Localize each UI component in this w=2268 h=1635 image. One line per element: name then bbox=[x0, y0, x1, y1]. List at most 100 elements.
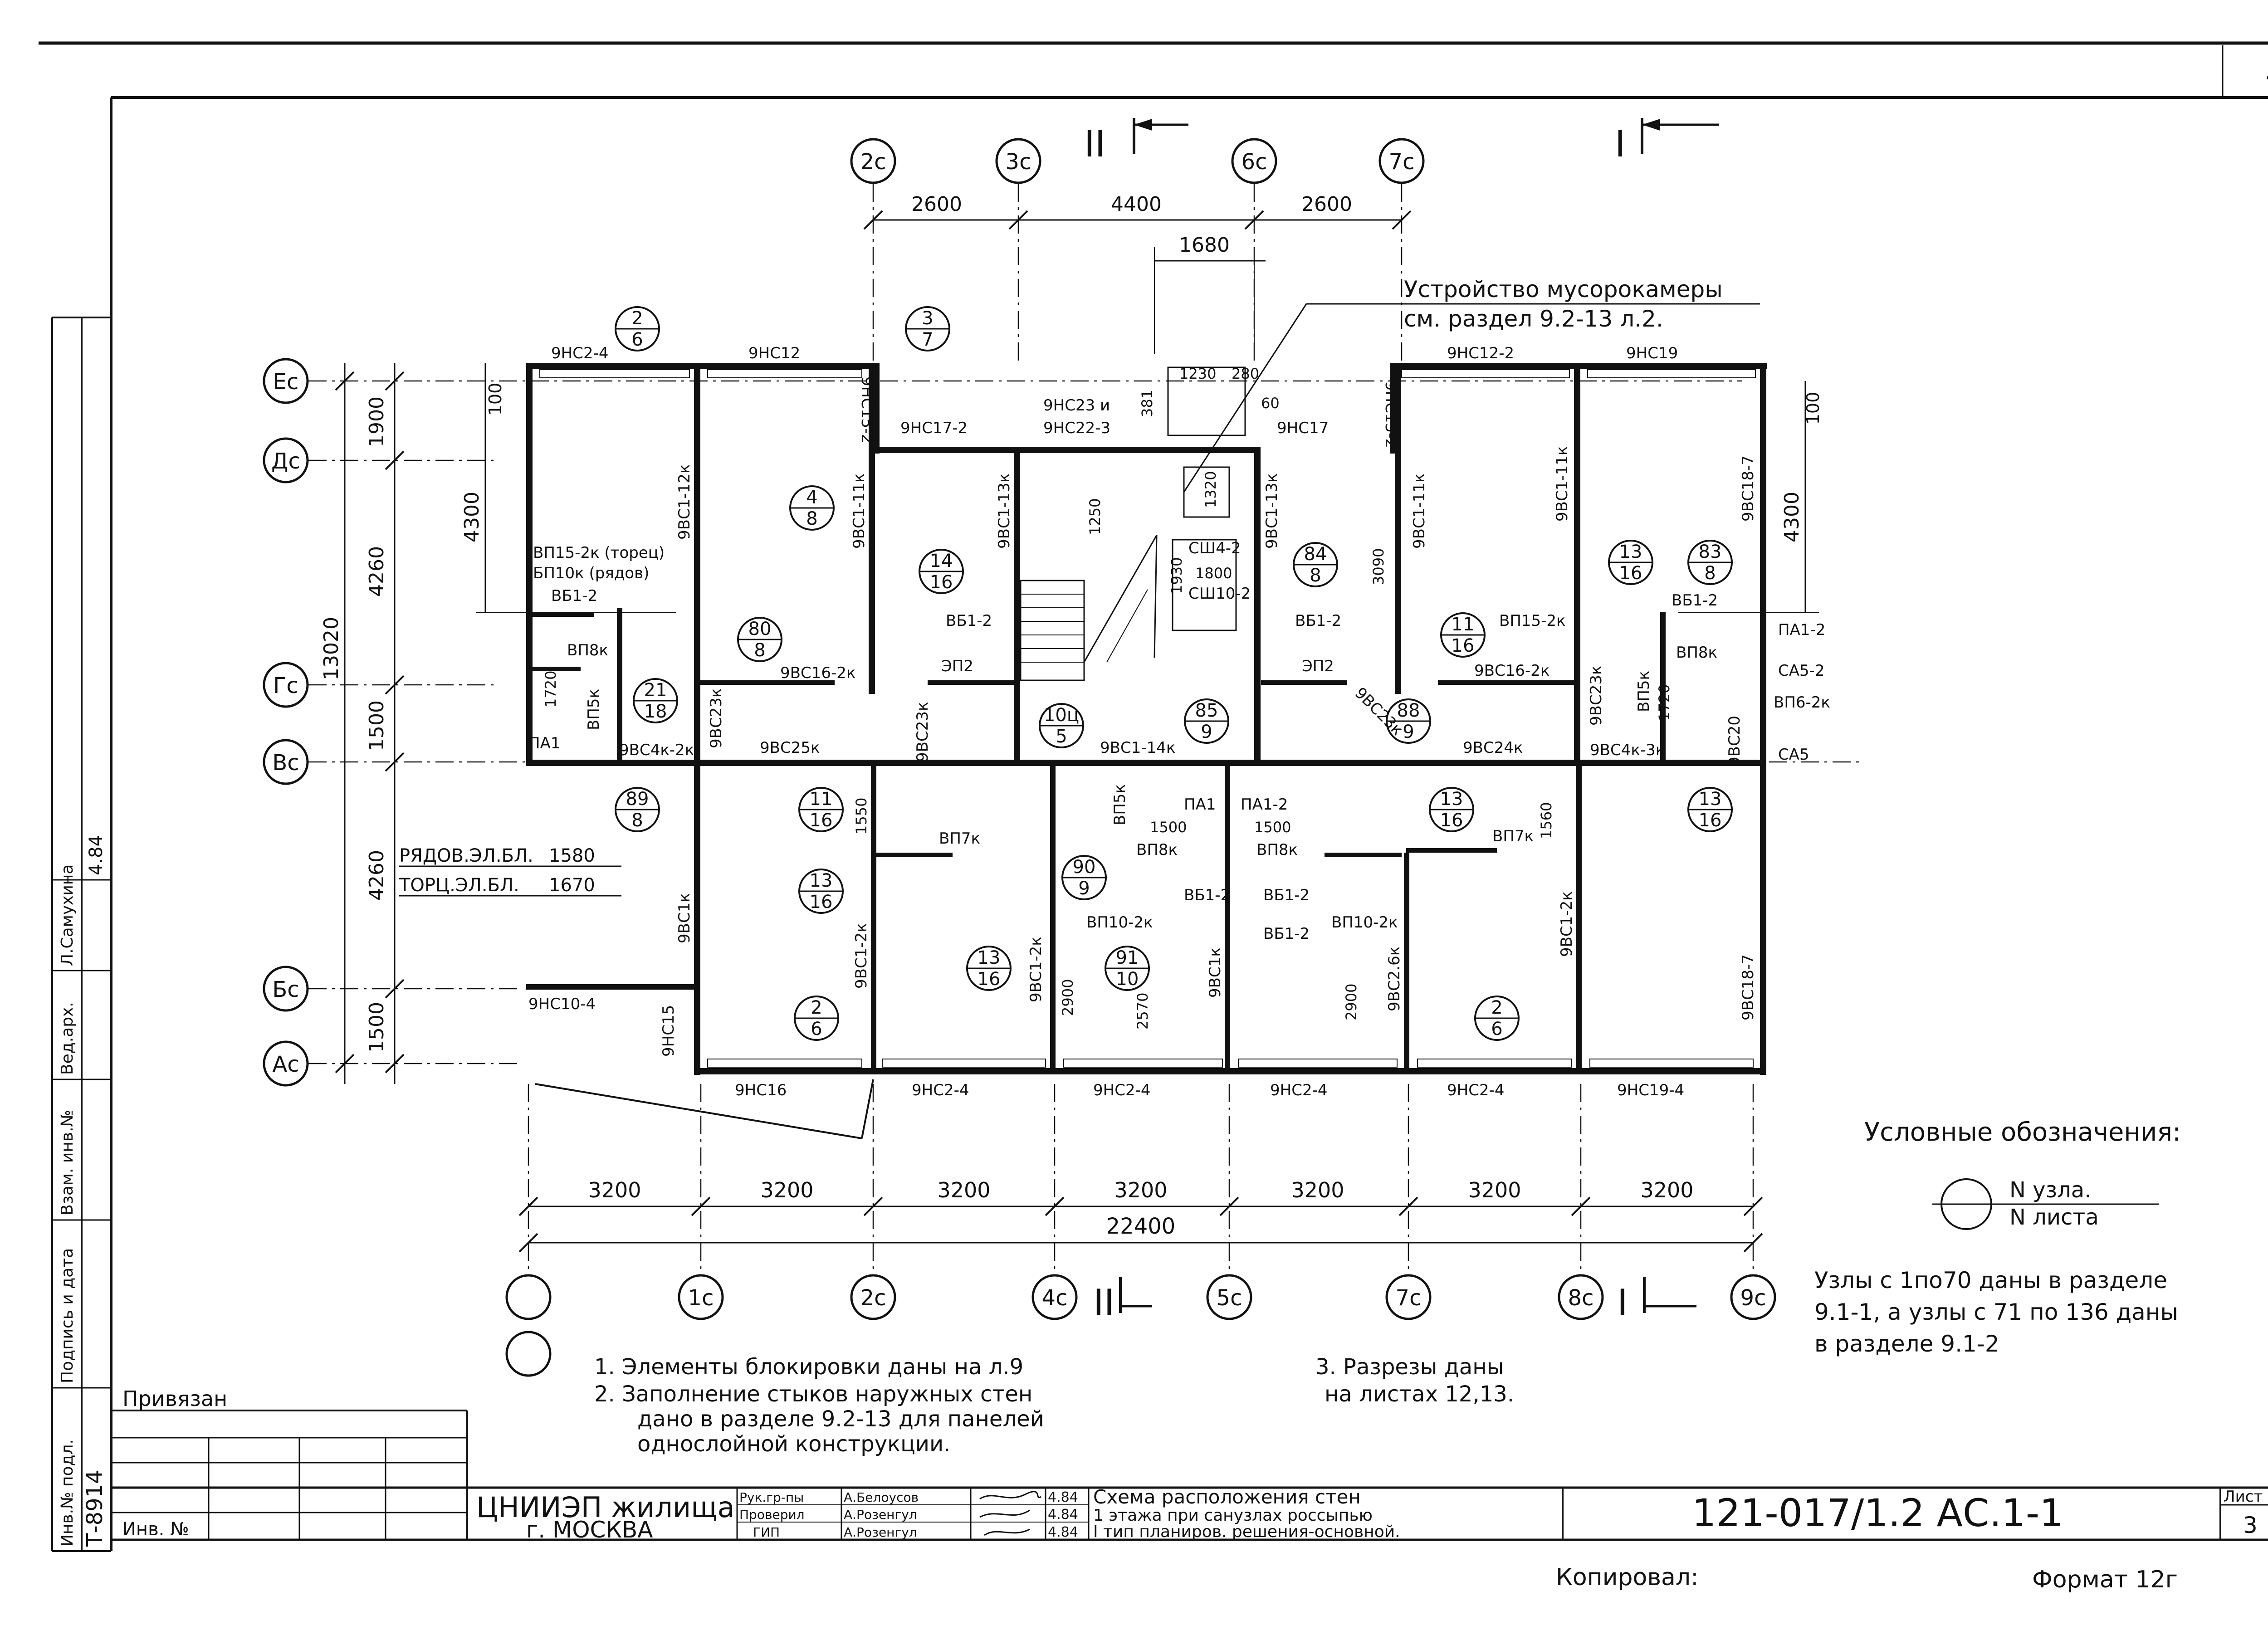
inventory-number: Т-8914 bbox=[82, 1470, 108, 1547]
axis-top-label: 7с bbox=[1389, 149, 1415, 175]
drawing-title-line: Схема расположения стен bbox=[1093, 1486, 1361, 1508]
panel-label: ВБ1-2 bbox=[946, 612, 992, 630]
svg-text:13: 13 bbox=[1619, 542, 1642, 562]
panel-label: ЭП2 bbox=[941, 657, 973, 675]
dim-100-left: 100 bbox=[485, 383, 505, 416]
svg-text:10ц: 10ц bbox=[1044, 705, 1079, 726]
node-callout: 10ц 5 bbox=[1039, 703, 1084, 748]
panel-label: ВБ1-2 bbox=[1672, 591, 1718, 610]
legend-title: Условные обозначения: bbox=[1864, 1118, 2181, 1147]
panel-label: ВБ1-2 bbox=[1263, 925, 1310, 943]
lead-architect-label: Вед.арх. bbox=[58, 1002, 77, 1075]
panel-label: 9НС2-4 bbox=[1447, 1081, 1504, 1099]
panel-label: 9ВС18-7 bbox=[1739, 954, 1757, 1020]
node-callout: 13 16 bbox=[1608, 540, 1653, 585]
dim-4300-left: 4300 bbox=[460, 492, 484, 542]
dim-bottom-3200: 3200 bbox=[760, 1178, 813, 1202]
section-mark-ii-bottom: II bbox=[1093, 1282, 1114, 1324]
panel-label: 9НС17 bbox=[1277, 419, 1329, 437]
dim-small: 2900 bbox=[1343, 984, 1360, 1020]
section-mark-i-bottom: I bbox=[1617, 1282, 1628, 1324]
dim-bottom-3200: 3200 bbox=[1291, 1178, 1344, 1202]
person-name: А.Розенгул bbox=[844, 1507, 917, 1522]
svg-text:2: 2 bbox=[811, 997, 822, 1018]
node-callout: 91 10 bbox=[1105, 946, 1150, 991]
dim-bottom-3200: 3200 bbox=[588, 1178, 641, 1202]
node-callout: 11 16 bbox=[798, 787, 844, 832]
panel-label: 9ВС1-11к bbox=[850, 473, 868, 549]
axis-bottom-label: 2с bbox=[860, 1285, 886, 1311]
node-callout: 4 8 bbox=[789, 485, 835, 531]
axis-bottom-label: 1с bbox=[688, 1285, 714, 1311]
sign-date-label: Подпись и дата bbox=[58, 1248, 77, 1383]
sign-date: 4.84 bbox=[1048, 1524, 1078, 1540]
svg-text:88: 88 bbox=[1397, 700, 1420, 721]
panel-labels: 9НС2-4 9НС12 9НС15-2 9НС17-2 9НС23 и 9НС… bbox=[528, 344, 1830, 1099]
panel-label: ПА1-2 bbox=[1241, 796, 1288, 814]
dim-total-22400: 22400 bbox=[1106, 1214, 1176, 1239]
rows-block-label: РЯДОВ.ЭЛ.БЛ. bbox=[399, 845, 533, 866]
panel-label: ЭП2 bbox=[1302, 657, 1334, 675]
legend-sheet-number: N листа bbox=[2009, 1205, 2099, 1230]
svg-text:11: 11 bbox=[1452, 614, 1475, 635]
rows-block-value: 1580 bbox=[549, 845, 595, 866]
dim-bottom-3200: 3200 bbox=[1468, 1178, 1521, 1202]
title-block: Привязан Инв. № ЦНИИЭП жилища г. МОСКВА … bbox=[111, 1386, 2268, 1543]
role-label: ГИП bbox=[753, 1525, 780, 1540]
svg-text:14: 14 bbox=[930, 551, 953, 571]
dim-bottom-3200: 3200 bbox=[1640, 1178, 1693, 1202]
svg-text:13: 13 bbox=[1440, 789, 1463, 810]
panel-label: 9ВС1-11к bbox=[1553, 446, 1571, 522]
role-label: Проверил bbox=[739, 1507, 805, 1522]
panel-label: 9ВС1-13к bbox=[995, 473, 1013, 549]
copied-by-label: Копировал: bbox=[1556, 1564, 1699, 1591]
dim-1900: 1900 bbox=[365, 396, 388, 447]
node-callout: 90 9 bbox=[1061, 855, 1107, 900]
dim-small: 1720 bbox=[1656, 684, 1673, 721]
axis-bottom-label: 9с bbox=[1740, 1285, 1766, 1311]
svg-text:91: 91 bbox=[1116, 947, 1139, 968]
svg-text:4: 4 bbox=[806, 487, 817, 508]
node-callout: 11 16 bbox=[1440, 612, 1486, 658]
role-label: Рук.гр-пы bbox=[739, 1490, 804, 1505]
panel-label: ВП8к bbox=[1256, 841, 1298, 859]
panel-label: 9ВС4к-3к bbox=[1590, 741, 1665, 759]
svg-text:16: 16 bbox=[810, 892, 833, 913]
svg-text:6: 6 bbox=[1491, 1019, 1502, 1040]
svg-text:6: 6 bbox=[811, 1019, 822, 1040]
panel-label: 9ВС1-2к bbox=[852, 923, 870, 989]
svg-text:16: 16 bbox=[930, 572, 953, 593]
axis-bubbles-top: 2с 3с 6с 7с bbox=[850, 138, 1425, 184]
svg-text:9: 9 bbox=[1078, 878, 1090, 899]
axis-bottom-label: 7с bbox=[1396, 1285, 1422, 1311]
svg-text:13: 13 bbox=[1699, 789, 1722, 810]
drawing-code: 121-017/1.2 АС.1-1 bbox=[1692, 1491, 2064, 1535]
general-notes: 1. Элементы блокировки даны на л.9 2. За… bbox=[594, 1354, 1514, 1457]
svg-text:18: 18 bbox=[644, 701, 667, 722]
panel-label: 9ВС23к bbox=[707, 688, 725, 749]
panel-label: 9НС2-4 bbox=[1093, 1081, 1150, 1099]
panel-label: ВБ1-2 bbox=[551, 587, 597, 605]
dim-100-right: 100 bbox=[1803, 392, 1823, 425]
svg-text:16: 16 bbox=[978, 969, 1001, 990]
dim-small: 381 bbox=[1139, 390, 1156, 417]
axis-left-label: Гс bbox=[273, 673, 298, 698]
axis-left-label: Ас bbox=[272, 1052, 299, 1077]
node-callout: 84 8 bbox=[1293, 542, 1338, 587]
strip-date: 4.84 bbox=[86, 835, 107, 875]
node-callout: 2 6 bbox=[794, 996, 839, 1041]
panel-label: 9НС2-4 bbox=[1270, 1081, 1327, 1099]
dimensions-right: 4300 100 bbox=[1678, 381, 1823, 613]
dim-1500: 1500 bbox=[365, 700, 388, 751]
sheet-label: Лист bbox=[2224, 1488, 2263, 1506]
panel-label: 9НС22-3 bbox=[1043, 419, 1110, 437]
panel-label: 9НС2-4 bbox=[912, 1081, 969, 1099]
dimensions-left: 13020 1900 4260 1500 4260 1500 4300 100 bbox=[320, 363, 676, 1084]
panel-label: ВП7к bbox=[1492, 827, 1534, 845]
interior-walls bbox=[526, 363, 1762, 1070]
panel-label: 9НС2-4 bbox=[551, 344, 608, 362]
sign-date: 4.84 bbox=[1048, 1507, 1078, 1523]
dim-small: 1800 bbox=[1195, 565, 1232, 582]
svg-text:9: 9 bbox=[1403, 722, 1414, 742]
